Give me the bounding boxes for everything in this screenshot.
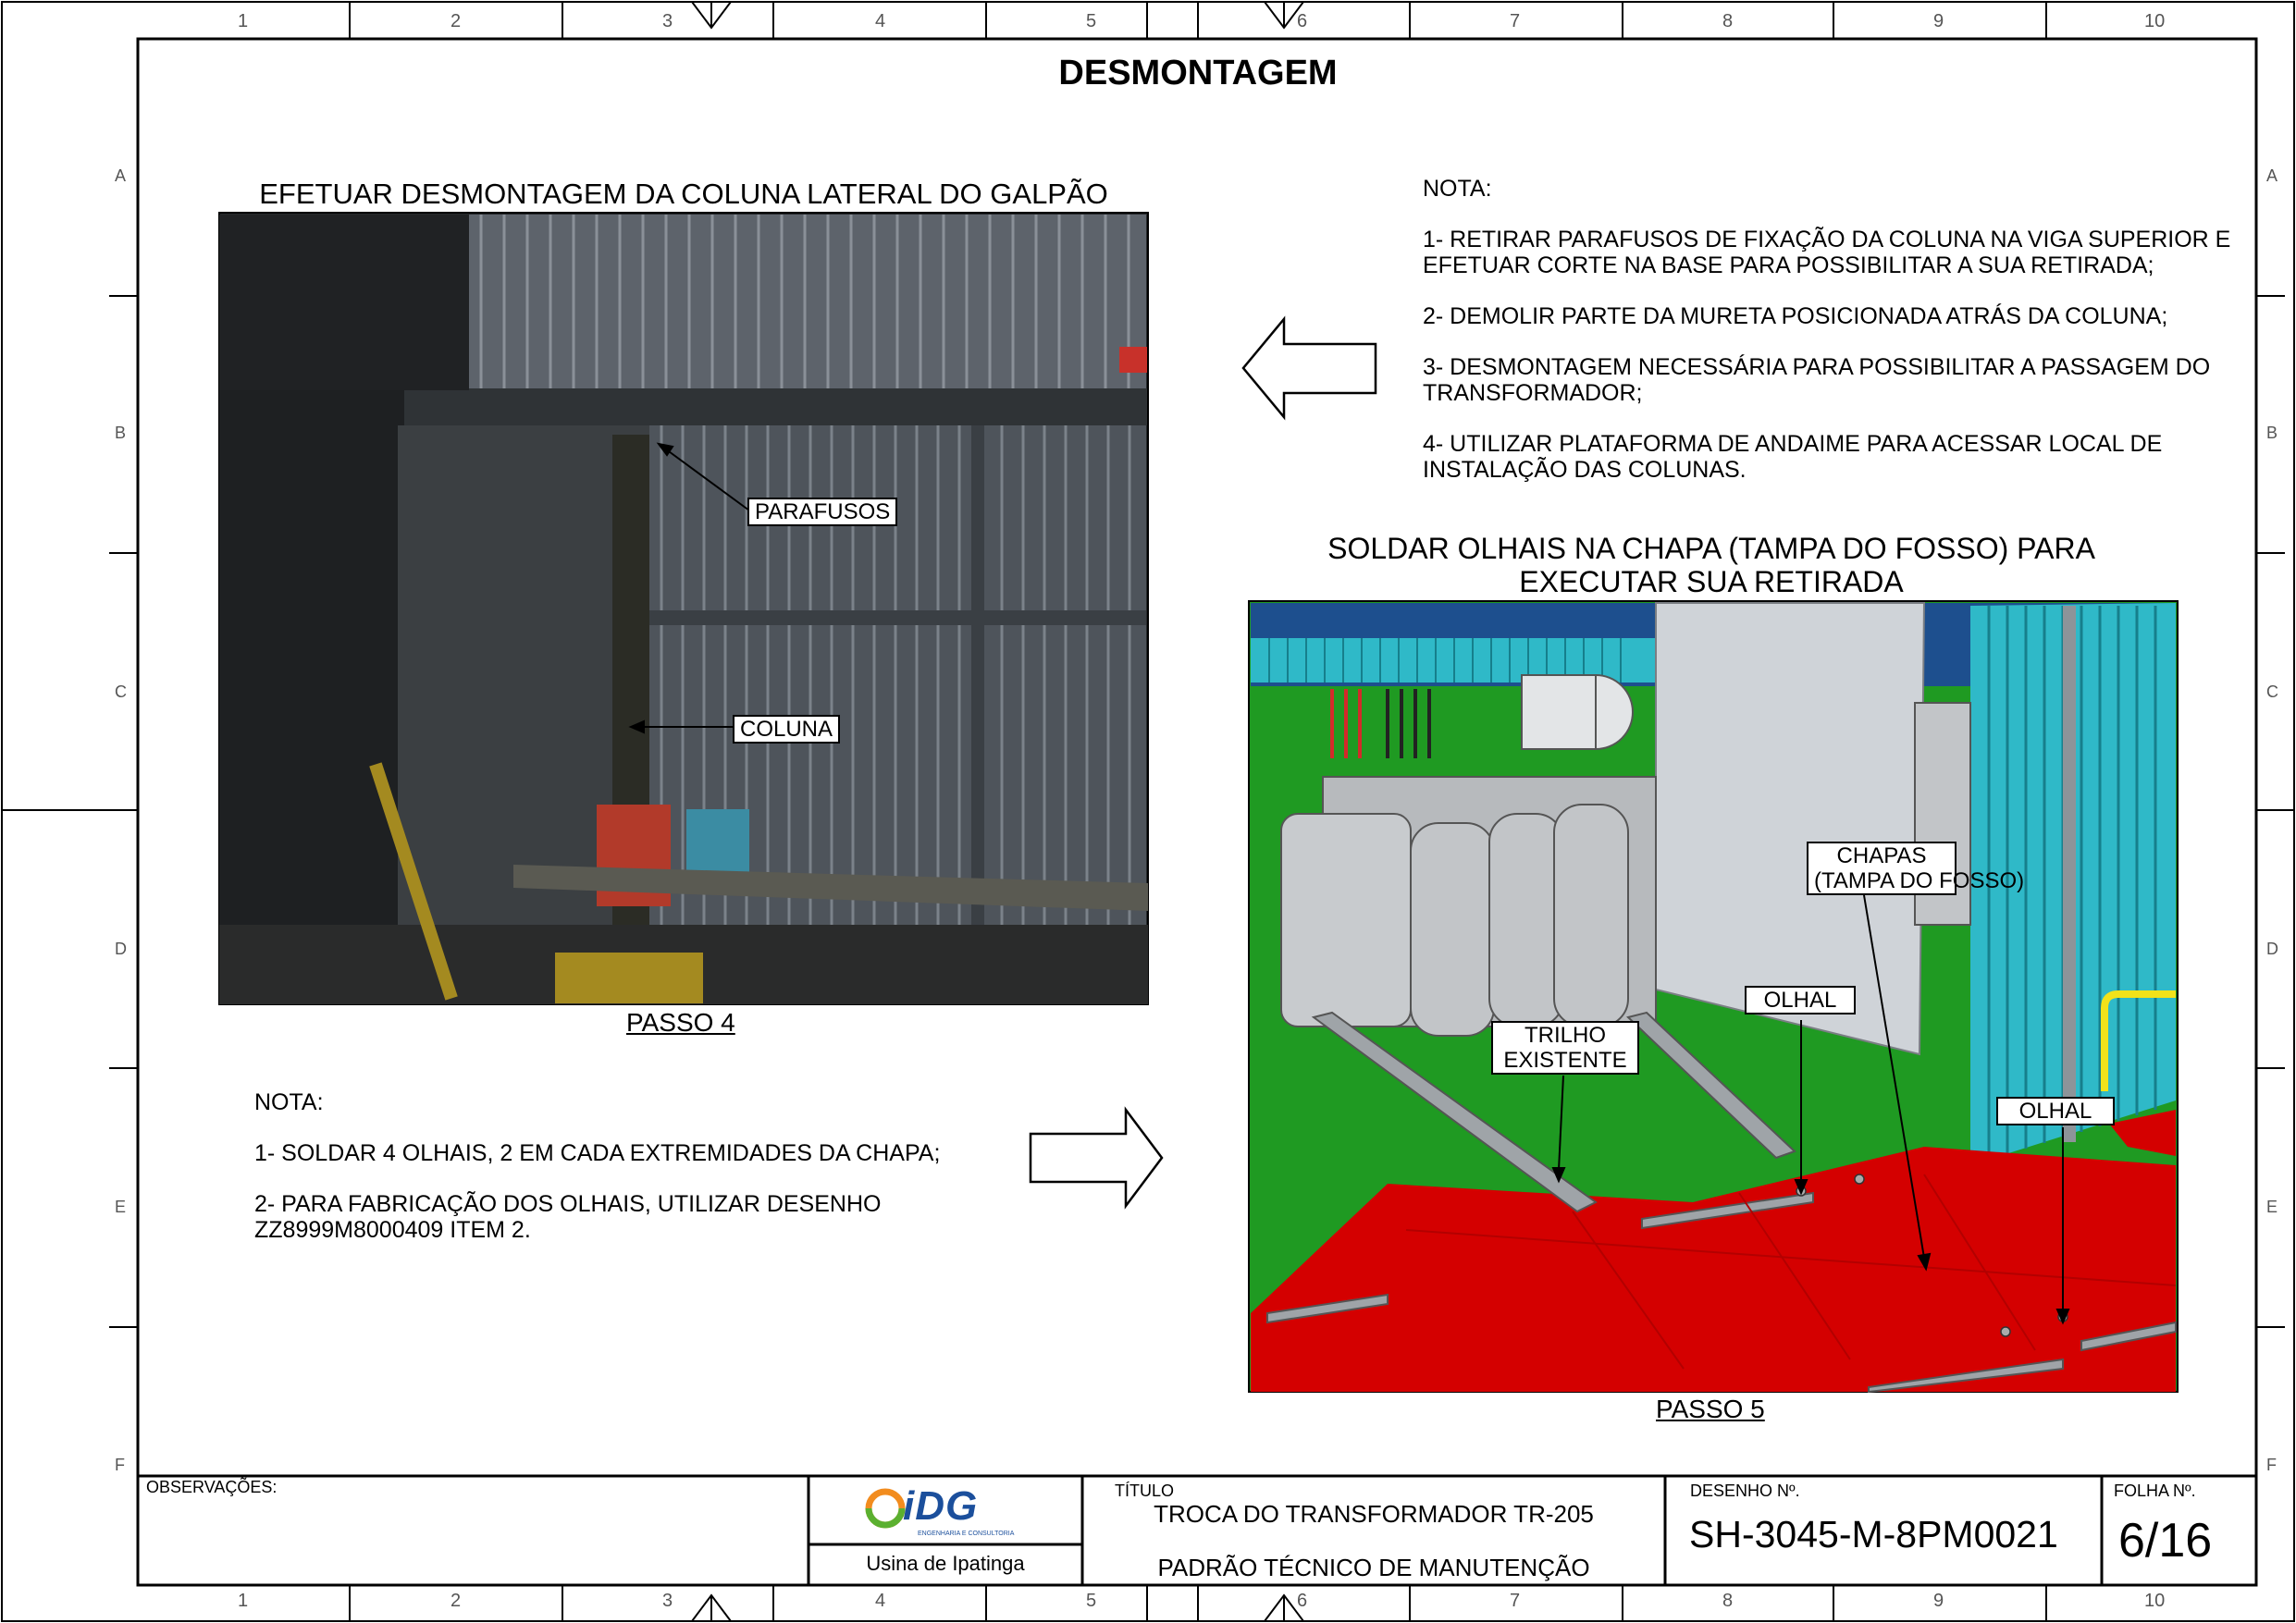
plant-name: Usina de Ipatinga bbox=[866, 1552, 1025, 1575]
callout-parafusos: PARAFUSOS bbox=[747, 498, 898, 526]
zone-letter: A bbox=[2266, 166, 2278, 185]
arrow-right bbox=[1029, 1106, 1164, 1210]
idg-logo-mark bbox=[865, 1488, 906, 1529]
zone-letter: E bbox=[115, 1198, 127, 1216]
zone-number: 9 bbox=[1933, 11, 1944, 31]
zone-number: 9 bbox=[1933, 1591, 1944, 1611]
zone-number: 4 bbox=[875, 1591, 886, 1611]
note-bottom: NOTA: 1- SOLDAR 4 OLHAIS, 2 EM CADA EXTR… bbox=[254, 1089, 994, 1268]
folha-label: FOLHA Nº. bbox=[2114, 1482, 2196, 1500]
zone-number: 1 bbox=[238, 11, 249, 31]
observacoes-label: OBSERVAÇÕES: bbox=[146, 1478, 278, 1496]
callout-chapas-line1: CHAPAS bbox=[1836, 843, 1927, 868]
note-top-item: 4- UTILIZAR PLATAFORMA DE ANDAIME PARA A… bbox=[1423, 431, 2163, 483]
note-top-item: 3- DESMONTAGEM NECESSÁRIA PARA POSSIBILI… bbox=[1423, 354, 2211, 406]
note-top-title: NOTA: bbox=[1423, 176, 1492, 202]
titulo-line2: PADRÃO TÉCNICO DE MANUTENÇÃO bbox=[1157, 1554, 1590, 1581]
zone-number: 10 bbox=[2144, 11, 2166, 31]
callout-chapas-line2: (TAMPA DO FOSSO) bbox=[1814, 868, 2025, 893]
photo-passo-4 bbox=[218, 212, 1149, 1005]
note-top-item: 1- RETIRAR PARAFUSOS DE FIXAÇÃO DA COLUN… bbox=[1423, 227, 2231, 278]
note-top: NOTA: 1- RETIRAR PARAFUSOS DE FIXAÇÃO DA… bbox=[1423, 176, 2255, 508]
callout-olhal-right: OLHAL bbox=[1996, 1097, 2115, 1125]
zone-letter: B bbox=[2266, 424, 2278, 442]
step4-heading: EFETUAR DESMONTAGEM DA COLUNA LATERAL DO… bbox=[259, 178, 1108, 210]
titulo-label: TÍTULO bbox=[1115, 1482, 1175, 1500]
zone-number: 8 bbox=[1722, 11, 1734, 31]
zone-number: 7 bbox=[1510, 11, 1521, 31]
zone-number: 2 bbox=[451, 11, 462, 31]
step5-heading-line2: EXECUTAR SUA RETIRADA bbox=[1519, 565, 1904, 598]
step4-caption: PASSO 4 bbox=[626, 1008, 735, 1037]
callout-coluna: COLUNA bbox=[733, 715, 841, 744]
zone-number: 3 bbox=[662, 1591, 673, 1611]
idg-logo-text: iDG bbox=[903, 1483, 979, 1529]
idg-logo-subtext: ENGENHARIA E CONSULTORIA bbox=[918, 1531, 1015, 1537]
arrow-left bbox=[1241, 315, 1377, 421]
note-bottom-title: NOTA: bbox=[254, 1089, 324, 1115]
zone-letter: D bbox=[115, 940, 127, 958]
zone-letter: A bbox=[115, 166, 127, 185]
zone-letter: C bbox=[115, 682, 127, 701]
desenho-label: DESENHO Nº. bbox=[1690, 1482, 1800, 1500]
step5-caption: PASSO 5 bbox=[1656, 1395, 1765, 1423]
callout-trilho: TRILHO EXISTENTE bbox=[1491, 1021, 1639, 1075]
zone-number: 1 bbox=[238, 1591, 249, 1611]
note-bottom-item: 1- SOLDAR 4 OLHAIS, 2 EM CADA EXTREMIDAD… bbox=[254, 1140, 941, 1166]
titulo-line1: TROCA DO TRANSFORMADOR TR-205 bbox=[1154, 1500, 1594, 1528]
note-bottom-item: 2- PARA FABRICAÇÃO DOS OLHAIS, UTILIZAR … bbox=[254, 1191, 882, 1243]
step5-heading-line1: SOLDAR OLHAIS NA CHAPA (TAMPA DO FOSSO) … bbox=[1327, 532, 2095, 565]
note-top-item: 2- DEMOLIR PARTE DA MURETA POSICIONADA A… bbox=[1423, 303, 2168, 329]
zone-number: 5 bbox=[1086, 1591, 1097, 1611]
callout-chapas: CHAPAS (TAMPA DO FOSSO) bbox=[1807, 842, 2025, 895]
zone-letter: F bbox=[115, 1456, 125, 1474]
zone-number: 6 bbox=[1297, 1591, 1308, 1611]
zone-number: 10 bbox=[2144, 1591, 2166, 1611]
zone-number: 6 bbox=[1297, 11, 1308, 31]
page-title: DESMONTAGEM bbox=[1058, 54, 1338, 92]
zone-letter: B bbox=[115, 424, 127, 442]
zone-number: 4 bbox=[875, 11, 886, 31]
zone-letter: E bbox=[2266, 1198, 2278, 1216]
callout-trilho-line2: EXISTENTE bbox=[1503, 1048, 1627, 1073]
zone-number: 7 bbox=[1510, 1591, 1521, 1611]
zone-letter: D bbox=[2266, 940, 2278, 958]
zone-number: 5 bbox=[1086, 11, 1097, 31]
zone-letter: F bbox=[2266, 1456, 2277, 1474]
zone-number: 2 bbox=[451, 1591, 462, 1611]
folha-value: 6/16 bbox=[2118, 1514, 2213, 1568]
desenho-value: SH-3045-M-8PM0021 bbox=[1689, 1513, 2058, 1555]
zone-number: 3 bbox=[662, 11, 673, 31]
callout-olhal-center: OLHAL bbox=[1745, 986, 1856, 1014]
render-passo-5 bbox=[1248, 600, 2179, 1394]
callout-trilho-line1: TRILHO bbox=[1524, 1023, 1606, 1048]
zone-number: 8 bbox=[1722, 1591, 1734, 1611]
zone-letter: C bbox=[2266, 682, 2278, 701]
